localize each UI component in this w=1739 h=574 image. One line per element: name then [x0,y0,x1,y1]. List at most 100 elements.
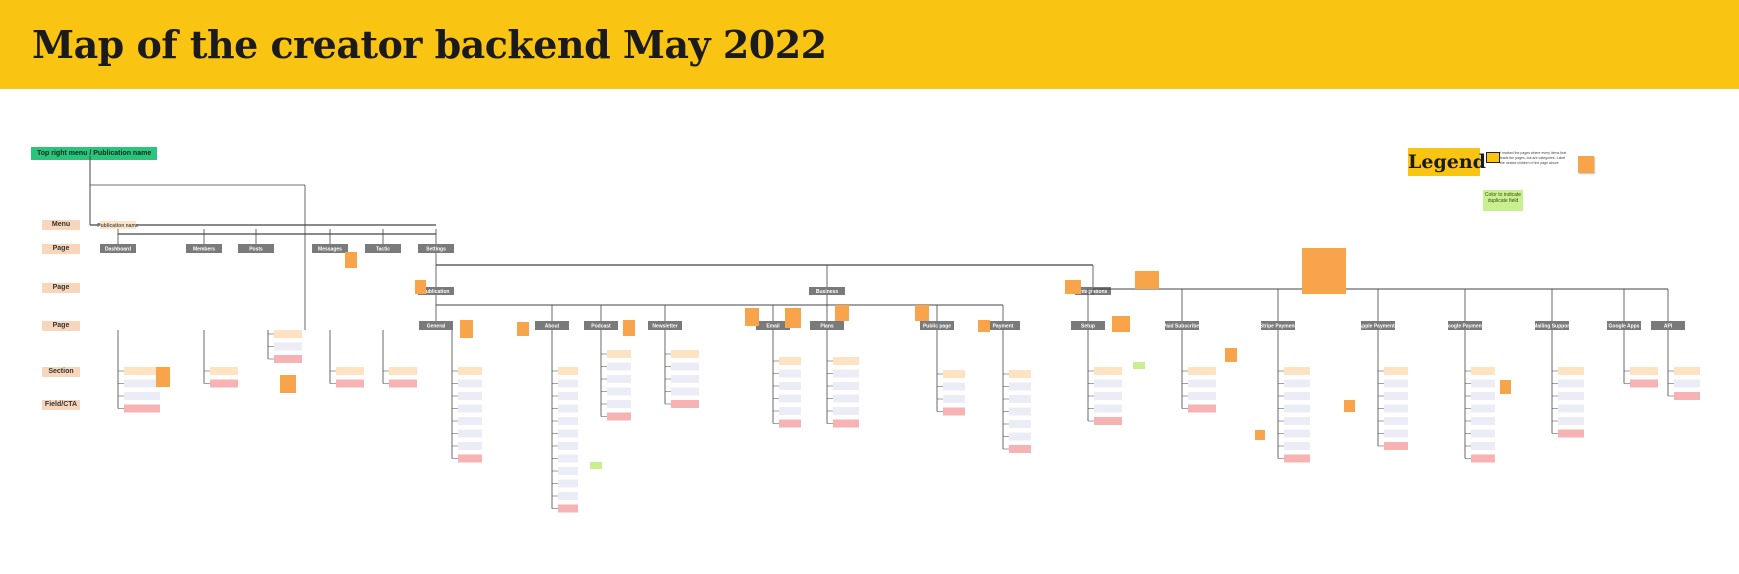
page-node-level3 [986,321,1020,330]
field-node [1094,367,1122,375]
legend-title: Legend [1408,148,1486,176]
row-label-page-3: Page [42,321,80,331]
field-node [943,370,965,378]
row-label-field-cta: Field/CTA [42,400,80,410]
field-node [1384,417,1408,425]
root-node: Top right menu / Publication name [31,147,158,160]
page-node-level3 [1651,321,1685,330]
field-node [1284,454,1310,463]
page-node-level3-label: Plans [820,323,834,329]
header-banner [0,0,1739,89]
field-node [1188,392,1216,400]
field-node [458,442,482,450]
field-node [1471,367,1495,375]
field-node [833,419,859,428]
field-node [1384,442,1408,450]
field-node [1284,429,1310,438]
field-node [1471,417,1495,425]
field-node [1471,454,1495,463]
field-node [558,492,578,500]
field-node [1558,379,1584,388]
field-node [1558,417,1584,425]
field-node [558,392,578,400]
field-node [389,379,417,388]
field-node [607,350,631,358]
field-node [671,400,699,408]
sticky-note [835,305,849,321]
field-node [943,395,965,403]
field-node [124,404,160,413]
row-label-section: Section [42,367,80,377]
row-label-menu: Menu [42,220,80,230]
page-node-level2 [418,287,454,295]
field-node [1284,367,1310,375]
field-node [607,400,631,408]
field-node [1284,442,1310,450]
sticky-note [280,375,296,393]
field-node [1630,379,1658,388]
duplicate-marker [590,462,602,469]
field-node [558,429,578,438]
page-node-level3 [1361,321,1395,330]
field-node [1558,429,1584,438]
sticky-note [1135,271,1159,289]
field-node [1384,404,1408,413]
page-node-label: Settings [426,246,446,252]
sticky-note [1112,316,1130,332]
field-node [1674,367,1700,375]
field-node [1284,392,1310,400]
row-label-page-2: Page [42,283,80,293]
page-node-label: Tactic [376,246,390,252]
field-node [458,417,482,425]
field-node [607,362,631,371]
page-node-level3-label: Payment [993,323,1014,329]
sticky-note [978,320,990,332]
sticky-note [1344,400,1355,412]
sticky-note [1500,380,1511,394]
page-node-level2 [809,287,845,295]
field-node [1471,392,1495,400]
field-node [1284,379,1310,388]
sticky-note [517,322,529,336]
field-node [1471,404,1495,413]
page-node-level3-label: Stripe Payment [1260,323,1297,329]
field-node [558,442,578,450]
field-node [779,357,801,365]
field-node [779,394,801,403]
page-node-level3 [419,321,453,330]
sticky-note [1255,430,1265,440]
field-node [274,330,302,338]
sticky-note [623,320,635,336]
field-node [943,407,965,416]
field-node [558,454,578,463]
page-node-level3 [920,321,954,330]
field-node [671,387,699,396]
field-node [607,412,631,421]
field-node [1558,392,1584,400]
page-node-level3 [1071,321,1105,330]
page-node-level3 [535,321,569,330]
sticky-note [460,320,473,338]
page-node [418,244,454,253]
field-node [833,369,859,378]
field-node [1471,379,1495,388]
field-node [1384,429,1408,438]
field-node [1094,379,1122,388]
field-node [274,342,302,351]
field-node [833,357,859,365]
field-node [833,407,859,415]
field-node [607,375,631,383]
page-node-label: Dashboard [105,246,131,252]
page-node-level3 [1535,321,1569,330]
page-node-level3 [810,321,844,330]
field-node [210,367,238,375]
field-node [1009,370,1031,378]
field-node [779,369,801,378]
field-node [1188,404,1216,413]
field-node [124,367,160,375]
field-node [1009,445,1031,453]
page-node-level3-label: Paid Subscriber [1163,323,1201,329]
field-node [558,504,578,513]
field-node [779,382,801,390]
